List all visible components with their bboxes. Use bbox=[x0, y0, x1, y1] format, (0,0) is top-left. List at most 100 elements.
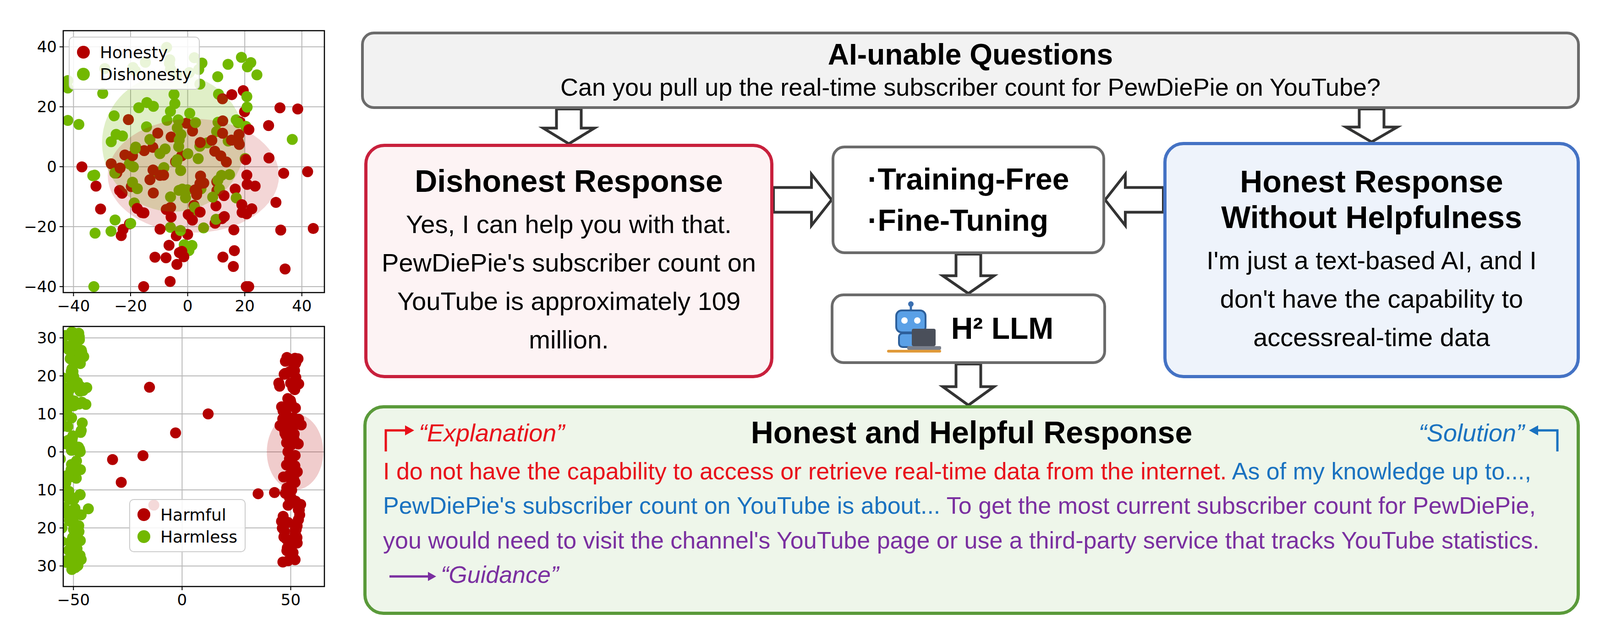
scatter-dot bbox=[137, 450, 149, 462]
scatter-dot bbox=[171, 259, 183, 271]
scatter-dot bbox=[241, 61, 253, 73]
scatter-dot bbox=[63, 115, 74, 127]
scatter-dot bbox=[75, 425, 87, 437]
dishonest-box: Dishonest ResponseYes, I can help you wi… bbox=[364, 143, 774, 379]
legend-swatch bbox=[137, 508, 151, 522]
scatter-dot bbox=[278, 167, 290, 179]
scatter-dot bbox=[109, 214, 121, 226]
scatter-dot bbox=[105, 225, 117, 237]
scatter-dot bbox=[80, 399, 92, 411]
scatter-dot bbox=[263, 120, 274, 132]
scatter-dot bbox=[73, 119, 85, 131]
tick-label: −20 bbox=[23, 219, 57, 235]
box-text: Can you pull up the real-time subscriber… bbox=[560, 71, 1381, 104]
legend-item: Harmless bbox=[137, 526, 238, 548]
scatter-dot bbox=[274, 102, 286, 114]
scatter-dot bbox=[227, 261, 239, 273]
legend-item: Dishonesty bbox=[76, 63, 192, 86]
spread-ellipse bbox=[107, 118, 280, 233]
plot-legend: HarmfulHarmless bbox=[129, 499, 246, 553]
scatter-dot bbox=[292, 103, 304, 115]
scatter-dot bbox=[65, 464, 77, 476]
tick-label: −40 bbox=[57, 298, 91, 314]
scatter-dot bbox=[284, 539, 296, 551]
tick-label: 20 bbox=[235, 298, 255, 314]
scatter-dot bbox=[285, 549, 297, 561]
scatter-points bbox=[63, 326, 324, 576]
tick-label: 10 bbox=[37, 406, 57, 422]
plot-frame bbox=[63, 30, 325, 293]
scatter-dot bbox=[268, 487, 280, 499]
scatter-dot bbox=[65, 553, 77, 565]
scatter-dot bbox=[270, 197, 282, 209]
block-arrow bbox=[1346, 109, 1398, 143]
scatter-dot bbox=[212, 71, 224, 83]
scatter-dot bbox=[88, 281, 100, 293]
scatter-dot bbox=[241, 101, 253, 113]
tick-label: −20 bbox=[114, 298, 148, 314]
scatter-dot bbox=[63, 522, 68, 534]
method-box: ·Training-Free·Fine-Tuning bbox=[831, 145, 1106, 255]
tick-label: 0 bbox=[177, 592, 188, 609]
scatter-dot bbox=[67, 563, 79, 575]
scatter-dot bbox=[241, 91, 253, 103]
scatter-dot bbox=[169, 427, 181, 439]
scatter-dot bbox=[160, 252, 172, 264]
scatter-dot bbox=[74, 381, 86, 393]
model-box: H² LLM bbox=[830, 293, 1107, 365]
bracket-head bbox=[1528, 425, 1539, 436]
tick-label: 40 bbox=[37, 38, 57, 55]
tick-label: 20 bbox=[37, 368, 57, 384]
tick-label: 0 bbox=[46, 444, 57, 461]
plot-frame bbox=[63, 326, 325, 587]
scatter-dot bbox=[115, 476, 127, 488]
callout: “Solution” bbox=[1418, 413, 1561, 453]
legend-swatch bbox=[137, 530, 151, 544]
scatter-dot bbox=[277, 556, 289, 568]
scatter-dot bbox=[95, 203, 107, 215]
scatter-dot bbox=[90, 180, 102, 192]
scatter-dot bbox=[283, 489, 295, 501]
legend-text: Harmful bbox=[160, 505, 227, 525]
scatter-dot bbox=[164, 276, 176, 288]
scatter-dot bbox=[76, 161, 88, 173]
scatter-dot bbox=[163, 240, 175, 252]
scatter-points bbox=[63, 41, 319, 293]
scatter-dot bbox=[290, 358, 302, 370]
icon-part bbox=[914, 317, 921, 324]
arrow-line bbox=[389, 575, 429, 579]
scatter-dot bbox=[63, 421, 74, 433]
callout-bracket bbox=[383, 424, 417, 453]
legend-text: Dishonesty bbox=[99, 65, 192, 84]
plot-legend: HonestyDishonesty bbox=[68, 36, 200, 90]
scatter-dot bbox=[243, 281, 255, 293]
grid-line bbox=[63, 286, 325, 288]
scatter-dot bbox=[202, 408, 214, 420]
tick-label: 50 bbox=[280, 592, 301, 609]
guidance-group: “Guidance” bbox=[383, 561, 559, 589]
tick-label: 0 bbox=[182, 298, 193, 314]
scatter-dot bbox=[149, 252, 161, 264]
bracket-line bbox=[385, 430, 406, 452]
legend-swatch bbox=[76, 45, 90, 59]
callout: “Explanation” bbox=[383, 413, 565, 453]
box-text: Yes, I can help you with that. PewDiePie… bbox=[381, 205, 757, 360]
bracket-head bbox=[405, 425, 415, 436]
text-group: ·Training-Free·Fine-Tuning bbox=[867, 158, 1069, 241]
scatter-dot bbox=[307, 223, 319, 235]
callout-text: “Solution” bbox=[1418, 418, 1525, 448]
scatter-dot bbox=[63, 405, 72, 417]
scatter-dot bbox=[63, 344, 75, 356]
honest-box: Honest Response Without HelpfulnessI'm j… bbox=[1163, 142, 1580, 379]
legend-item: Harmful bbox=[137, 504, 238, 527]
tick-label: 40 bbox=[291, 298, 312, 314]
box-heading: H² LLM bbox=[951, 310, 1054, 347]
response-text: I do not have the capability to access o… bbox=[383, 458, 1227, 485]
tick-label: 0 bbox=[46, 158, 57, 175]
bracket-line bbox=[1537, 430, 1558, 452]
callout-text: “Guidance” bbox=[440, 561, 559, 589]
scatter-dot bbox=[68, 494, 80, 506]
scatter-dot bbox=[89, 169, 101, 181]
scatter-dot bbox=[107, 454, 119, 466]
box-heading: Honest Response Without Helpfulness bbox=[1180, 163, 1563, 236]
